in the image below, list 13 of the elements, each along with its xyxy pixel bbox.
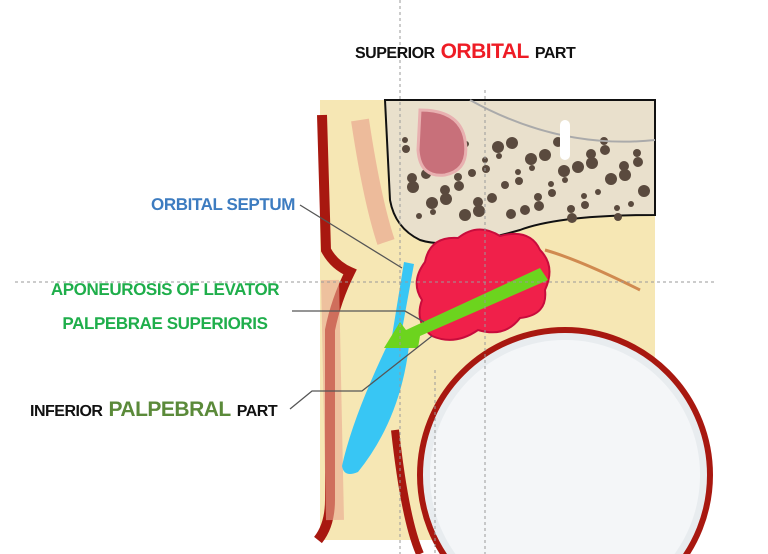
aponeurosis-arrow [384, 268, 548, 348]
heading-word: ORBITAL [440, 40, 529, 64]
leader-line [300, 204, 402, 269]
septum-band [342, 262, 414, 474]
structure-label: INFERIOR [30, 403, 102, 421]
leader-line [292, 310, 424, 323]
structure-label: PALPEBRAL [108, 398, 231, 422]
structure-label: ORBITAL SEPTUM [90, 188, 295, 222]
structure-label: PART [236, 403, 278, 421]
heading-word: SUPERIOR [355, 45, 435, 63]
heading-word: PART [534, 45, 576, 63]
structure-label: APONEUROSIS OF LEVATOR PALPEBRAE SUPERIORIS [40, 273, 290, 341]
leader-line [290, 335, 432, 410]
